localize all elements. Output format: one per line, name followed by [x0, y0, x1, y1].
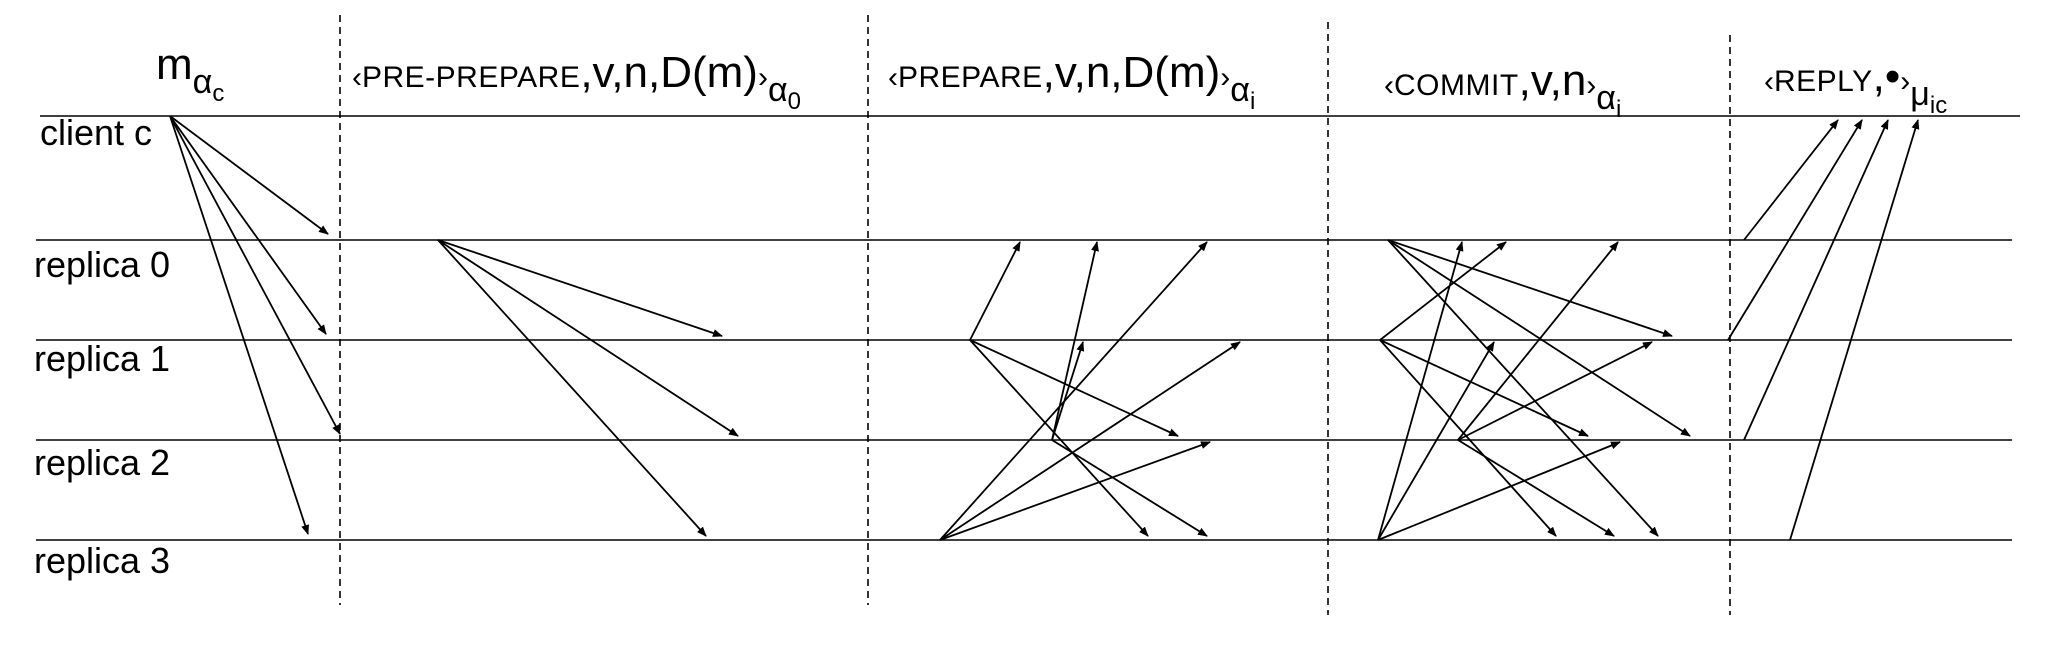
reply-arrow-r1-to-client [1727, 119, 1863, 341]
request-arrow-client-to-r1 [169, 115, 327, 335]
commit-arrow-r3-to-r1 [1377, 341, 1495, 541]
commit-arrow-r0-to-r2 [1387, 239, 1691, 437]
prepare-arrow-r1-to-r2 [969, 339, 1179, 437]
reply-arrow-r3-to-client [1789, 119, 1920, 541]
prepare-arrow-r2-to-r1 [1051, 341, 1085, 441]
commit-arrow-r1-to-r3 [1379, 339, 1557, 537]
prepare-arrow-r3-to-r0 [939, 241, 1208, 541]
commit-arrow-r2-to-r3 [1457, 439, 1615, 537]
timelines [36, 115, 2020, 541]
reply-arrow-r2-to-client [1743, 119, 1889, 441]
prepare-arrow-r3-to-r1 [939, 341, 1241, 541]
phase-dividers [339, 15, 1731, 615]
commit-arrow-r2-to-r1 [1457, 341, 1653, 441]
row-label-replica-0: replica 0 [34, 244, 171, 285]
header-client-request: mαc [156, 40, 225, 107]
prepare-arrow-r3-to-r2 [939, 441, 1211, 541]
request-arrow-client-to-r0 [169, 115, 329, 235]
commit-arrow-r1-to-r2 [1379, 339, 1589, 437]
row-label-replica-1: replica 1 [34, 338, 171, 379]
request-arrow-client-to-r2 [169, 115, 341, 435]
row-label-client: client c [40, 112, 153, 153]
prepare-arrow-r2-to-r0 [1051, 241, 1099, 441]
commit-arrow-r3-to-r0 [1377, 241, 1464, 541]
header-prepare: ‹PREPARE,v,n,D(m)›αi [888, 48, 1256, 115]
prepare-arrow-r2-to-r3 [1051, 439, 1208, 537]
commit-arrow-r2-to-r0 [1457, 241, 1619, 441]
commit-arrow-r0-to-r1 [1387, 239, 1673, 337]
header-commit: ‹COMMIT,v,n›αi [1384, 56, 1622, 123]
commit-arrow-r1-to-r0 [1379, 241, 1507, 341]
message-arrows [169, 115, 1920, 541]
row-label-replica-3: replica 3 [34, 540, 171, 581]
commit-arrow-r0-to-r3 [1387, 239, 1659, 537]
reply-arrow-r0-to-client [1743, 119, 1839, 241]
row-label-replica-2: replica 2 [34, 442, 171, 483]
pre-prepare-arrow-r0-to-r3 [437, 239, 707, 537]
header-reply: ‹REPLY,•›μic [1764, 52, 1948, 119]
pre-prepare-arrow-r0-to-r1 [437, 239, 723, 337]
header-pre-prepare: ‹PRE-PREPARE,v,n,D(m)›α0 [352, 48, 801, 115]
request-arrow-client-to-r3 [169, 115, 309, 535]
prepare-arrow-r1-to-r0 [969, 241, 1021, 341]
commit-arrow-r3-to-r2 [1377, 441, 1621, 541]
pre-prepare-arrow-r0-to-r2 [437, 239, 739, 437]
prepare-arrow-r1-to-r3 [969, 339, 1149, 537]
